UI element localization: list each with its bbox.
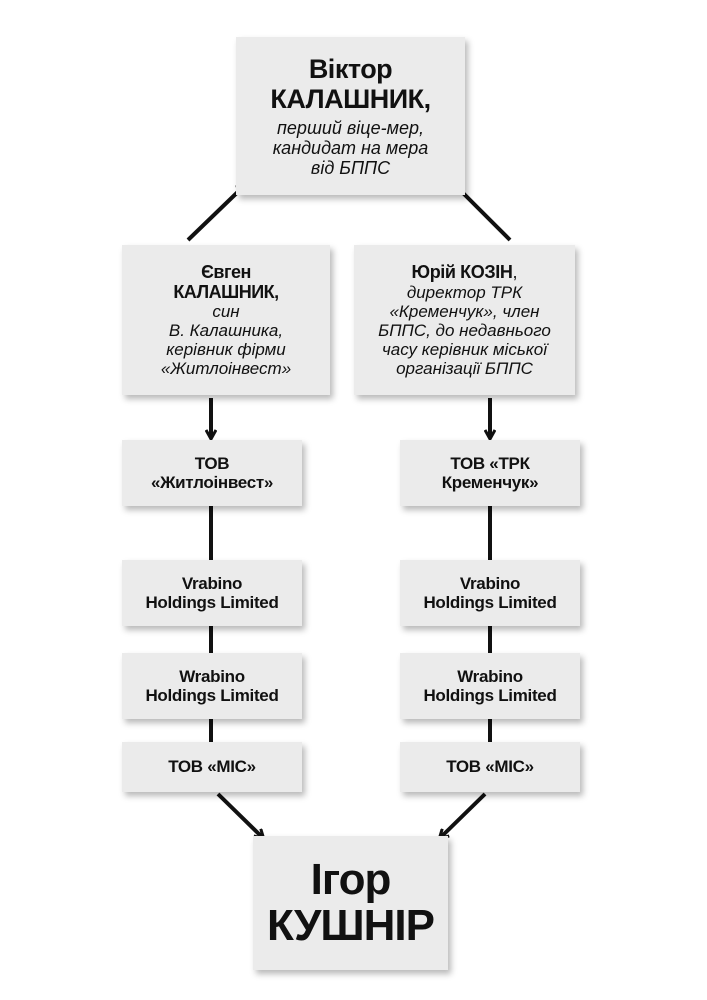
box-line: Wrabino: [457, 666, 523, 686]
description: перший віце-мер, кандидат на мера від БП…: [273, 118, 429, 178]
box-right-vrabino: Vrabino Holdings Limited: [400, 560, 580, 626]
box-right-tov-trk: ТОВ «ТРК Кременчук»: [400, 440, 580, 506]
box-left-wrabino: Wrabino Holdings Limited: [122, 653, 302, 719]
box-yevhen-kalashnyk: Євген КАЛАШНИК, син В. Калашника, керівн…: [122, 245, 330, 395]
desc-line: БППС, до недавнього: [378, 320, 551, 340]
first-name: Євген: [201, 261, 251, 282]
box-left-tov-mis: ТОВ «МІС»: [122, 742, 302, 792]
desc-line: кандидат на мера: [272, 138, 429, 159]
box-line: Vrabino: [459, 573, 521, 593]
box-line: «Житлоінвест»: [150, 473, 274, 492]
box-line: ТОВ: [194, 453, 230, 473]
arrow-yevhen-to-viktor: [186, 185, 245, 242]
desc-line: директор ТРК: [406, 282, 523, 302]
box-line: ТОВ «ТРК: [450, 453, 530, 473]
box-line: ТОВ «МІС»: [446, 757, 534, 777]
desc-line: «Житлоінвест»: [160, 359, 292, 379]
box-line: Wrabino: [179, 666, 245, 686]
description: директор ТРК «Кременчук», член БППС, до …: [378, 283, 551, 378]
box-line: Кременчук»: [441, 473, 539, 492]
desc-line: перший віце-мер,: [277, 118, 424, 138]
name-suffix: ,: [512, 262, 518, 283]
desc-line: організації БППС: [396, 358, 533, 378]
box-ihor-kushnir: Ігор КУШНІР: [253, 836, 448, 970]
box-line: Holdings Limited: [145, 593, 279, 612]
desc-line: «Кременчук», член: [389, 301, 540, 321]
first-name: Віктор: [308, 53, 393, 84]
name-line: Юрій КОЗІН,: [412, 262, 518, 282]
box-right-wrabino: Wrabino Holdings Limited: [400, 653, 580, 719]
name: Юрій КОЗІН: [411, 262, 513, 283]
box-line: Holdings Limited: [423, 593, 557, 612]
box-line: Holdings Limited: [423, 686, 557, 705]
arrow-right-mis-to-kushnir: [440, 792, 487, 838]
box-yurii-kozin: Юрій КОЗІН, директор ТРК «Кременчук», чл…: [354, 245, 575, 395]
desc-line: В. Калашника,: [168, 321, 284, 341]
box-left-tov-zhytloinvest: ТОВ «Житлоінвест»: [122, 440, 302, 506]
last-name: КУШНІР: [267, 901, 435, 950]
desc-line: керівник фірми: [166, 340, 286, 360]
desc-line: часу керівник міської: [381, 339, 548, 359]
box-line: Vrabino: [181, 573, 243, 593]
desc-line: від БППС: [310, 158, 391, 179]
box-right-tov-mis: ТОВ «МІС»: [400, 742, 580, 792]
box-viktor-kalashnyk: Віктор КАЛАШНИК, перший віце-мер, кандид…: [236, 37, 465, 195]
last-name: КАЛАШНИК,: [173, 281, 279, 302]
desc-line: син: [212, 302, 240, 322]
description: син В. Калашника, керівник фірми «Житлоі…: [161, 302, 291, 378]
arrow-left-mis-to-kushnir: [216, 792, 263, 838]
box-line: ТОВ «МІС»: [168, 757, 256, 777]
last-name: КАЛАШНИК,: [270, 83, 431, 114]
box-left-vrabino: Vrabino Holdings Limited: [122, 560, 302, 626]
first-name: Ігор: [310, 854, 392, 904]
box-line: Holdings Limited: [145, 686, 279, 705]
